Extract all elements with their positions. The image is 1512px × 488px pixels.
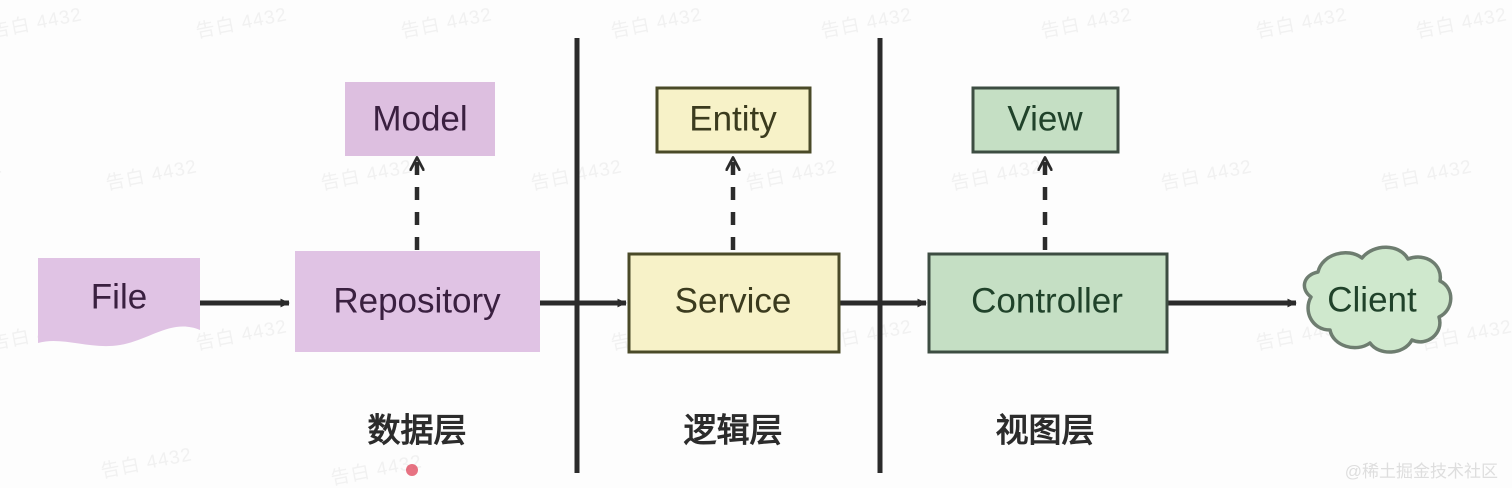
node-model[interactable]: Model xyxy=(345,82,495,156)
controller-label: Controller xyxy=(971,281,1123,320)
node-service[interactable]: Service xyxy=(627,252,841,354)
view-label: View xyxy=(1007,99,1083,138)
service-label: Service xyxy=(675,281,792,320)
node-client[interactable]: Client xyxy=(1302,245,1453,354)
service-shape xyxy=(627,252,841,354)
node-controller[interactable]: Controller xyxy=(927,252,1169,354)
controller-shape xyxy=(927,252,1169,354)
repository-label: Repository xyxy=(333,281,501,320)
view-shape xyxy=(971,86,1120,154)
client-label: Client xyxy=(1327,280,1417,319)
layer-label-view: 视图层 xyxy=(996,412,1095,449)
node-file[interactable]: File xyxy=(38,258,200,347)
entity-label: Entity xyxy=(689,99,777,138)
layer-label-data: 数据层 xyxy=(368,412,467,449)
brand-watermark: @稀土掘金技术社区 xyxy=(1344,462,1498,481)
entity-shape xyxy=(655,86,812,154)
red-dot-marker xyxy=(406,464,418,476)
repository-shape xyxy=(295,251,540,352)
node-repository[interactable]: Repository xyxy=(295,251,540,352)
node-view[interactable]: View xyxy=(971,86,1120,154)
model-label: Model xyxy=(372,99,467,138)
client-cloud-shape xyxy=(1302,245,1453,354)
file-label: File xyxy=(91,277,147,316)
layer-label-logic: 逻辑层 xyxy=(684,412,783,449)
model-shape xyxy=(345,82,495,156)
node-entity[interactable]: Entity xyxy=(655,86,812,154)
file-shape xyxy=(38,258,200,347)
